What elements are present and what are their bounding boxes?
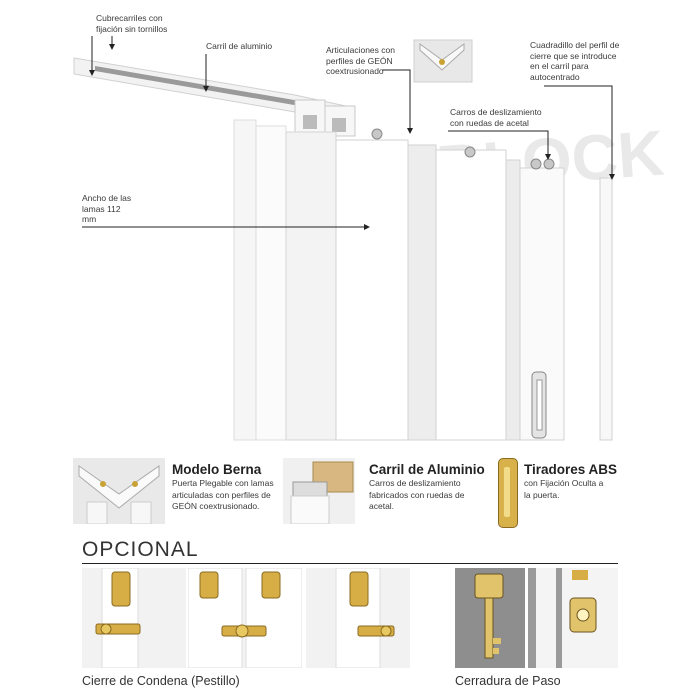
condena-photo-2 xyxy=(188,568,302,668)
feature-desc-carril: Carros de deslizamiento fabricados con r… xyxy=(369,478,465,511)
paso-key-photo xyxy=(455,568,525,668)
feature-title-tiradores: Tiradores ABS xyxy=(524,462,618,477)
condena-photo-3 xyxy=(306,568,410,668)
annotation-cuadradillo: Cuadradillo del perfil de cierre que se … xyxy=(530,40,620,82)
feature-thumb-berna xyxy=(73,458,165,524)
annotation-ancho-lamas: Ancho de las lamas 112 mm xyxy=(82,193,132,224)
abs-handle-icon xyxy=(498,458,518,528)
folding-door-illustration: euroBLOCK xyxy=(73,36,666,441)
section-divider xyxy=(82,563,618,564)
feature-desc-tiradores: con Fijación Oculta a la puerta. xyxy=(524,478,604,500)
annotation-carros: Carros de deslizamiento con ruedas de ac… xyxy=(450,107,542,128)
caption-condena: Cierre de Condena (Pestillo) xyxy=(82,674,240,688)
feature-title-berna: Modelo Berna xyxy=(172,462,262,477)
feature-desc-berna: Puerta Plegable con lamas articuladas co… xyxy=(172,478,274,511)
gold-pin-icon xyxy=(100,481,106,487)
key-icon xyxy=(474,573,504,599)
condena-photo-1 xyxy=(82,568,186,668)
annotation-cubrecarriles: Cubrecarriles con fijación sin tornillos xyxy=(96,13,168,34)
annotation-carril: Carril de aluminio xyxy=(206,41,273,51)
caption-paso: Cerradura de Paso xyxy=(455,674,561,688)
feature-title-carril: Carril de Aluminio xyxy=(369,462,485,477)
section-title-opcional: OPCIONAL xyxy=(82,538,199,561)
paso-lock-photo xyxy=(528,568,618,668)
annotation-articulaciones: Articulaciones con perfiles de GEÓN coex… xyxy=(326,45,395,76)
feature-thumb-carril xyxy=(283,458,355,524)
